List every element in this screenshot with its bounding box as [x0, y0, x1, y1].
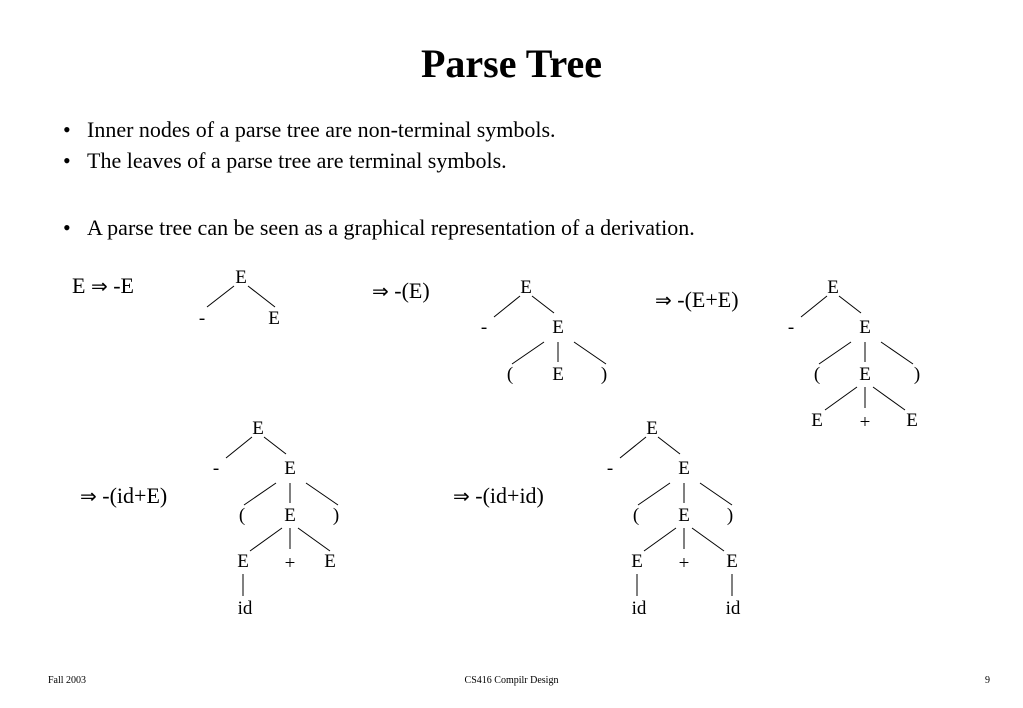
tree-edge	[818, 341, 852, 365]
tree-node: E	[906, 410, 918, 431]
bullet-item: • Inner nodes of a parse tree are non-ter…	[63, 117, 556, 143]
bullet-dot: •	[63, 148, 71, 173]
derivation-step-1: E ⇒ -E	[72, 273, 134, 299]
bullet-dot: •	[63, 117, 71, 142]
tree-node: E	[631, 551, 643, 572]
footer-left: Fall 2003	[48, 675, 87, 686]
tree-edge	[531, 295, 555, 314]
tree-node: E	[284, 458, 296, 479]
derives-arrow-icon: ⇒	[372, 279, 389, 303]
tree-node: E	[268, 308, 280, 329]
parse-tree-3: E - E ( E ) E + E	[788, 277, 920, 433]
parse-tree-1: E - E	[199, 267, 280, 329]
derivation-step-3: ⇒ -(E+E)	[655, 287, 739, 313]
derives-arrow-icon: ⇒	[80, 484, 97, 508]
tree-node: E	[859, 317, 871, 338]
tree-node: )	[727, 505, 733, 526]
tree-edge	[297, 527, 331, 552]
footer-page-number: 9	[985, 675, 990, 686]
derivation-step-5: ⇒ -(id+id)	[453, 483, 544, 509]
derives-arrow-icon: ⇒	[655, 288, 672, 312]
parse-tree-5: E - E ( E ) E + E id id	[607, 418, 741, 619]
slide-title: Parse Tree	[420, 41, 603, 86]
tree-node: E	[324, 551, 336, 572]
tree-node: id	[238, 598, 253, 619]
derivation-step-4: ⇒ -(id+E)	[80, 483, 167, 509]
tree-node: -	[481, 317, 487, 338]
tree-edge	[511, 341, 545, 365]
bullet-text: Inner nodes of a parse tree are non-term…	[87, 117, 556, 142]
tree-node: -	[213, 458, 219, 479]
tree-node: (	[633, 505, 639, 526]
bullet-item: • A parse tree can be seen as a graphical…	[63, 215, 695, 241]
tree-edge	[305, 482, 339, 506]
tree-node: E	[284, 505, 296, 526]
tree-node: E	[552, 364, 564, 385]
derives-arrow-icon: ⇒	[90, 274, 108, 298]
tree-edge	[493, 295, 521, 318]
tree-node: (	[239, 505, 245, 526]
bullet-item: • The leaves of a parse tree are terminal…	[63, 148, 507, 174]
tree-node: -	[788, 317, 794, 338]
tree-edge	[573, 341, 607, 365]
tree-edge	[691, 527, 725, 552]
tree-node: E	[678, 458, 690, 479]
tree-edge	[619, 436, 647, 459]
tree-edge	[838, 295, 862, 314]
tree-node: E	[252, 418, 264, 439]
tree-edge	[699, 482, 733, 506]
tree-edge	[872, 386, 906, 411]
tree-node: +	[285, 553, 296, 574]
tree-node: )	[914, 364, 920, 385]
tree-node: )	[601, 364, 607, 385]
tree-node: -	[607, 458, 613, 479]
tree-edge	[249, 527, 283, 552]
tree-node: id	[726, 598, 741, 619]
tree-node: E	[827, 277, 839, 298]
derivation-rhs: -(E+E)	[677, 287, 739, 312]
tree-edge	[206, 285, 235, 308]
tree-edge	[225, 436, 253, 459]
tree-node: E	[859, 364, 871, 385]
parse-tree-4: E - E ( E ) E + E id	[213, 418, 339, 619]
tree-edge	[657, 436, 681, 455]
derivation-rhs: -(id+E)	[102, 483, 168, 508]
tree-node: E	[520, 277, 532, 298]
tree-node: )	[333, 505, 339, 526]
tree-edge	[637, 482, 671, 506]
tree-node: E	[235, 267, 247, 288]
tree-edge	[263, 436, 287, 455]
bullet-dot: •	[63, 215, 71, 240]
derives-arrow-icon: ⇒	[453, 484, 470, 508]
tree-node: -	[199, 308, 205, 329]
tree-edge	[800, 295, 828, 318]
tree-node: +	[679, 553, 690, 574]
derivation-lhs: E	[72, 273, 86, 298]
tree-node: E	[811, 410, 823, 431]
bullet-text: A parse tree can be seen as a graphical …	[87, 215, 695, 240]
derivation-rhs: -(id+id)	[475, 483, 544, 508]
parse-tree-2: E - E ( E )	[481, 277, 607, 385]
tree-edge	[643, 527, 677, 552]
tree-node: E	[726, 551, 738, 572]
tree-edge	[247, 285, 276, 308]
derivation-rhs: -(E)	[394, 278, 430, 303]
tree-node: (	[814, 364, 820, 385]
bullet-text: The leaves of a parse tree are terminal …	[87, 148, 507, 173]
footer-center: CS416 Compilr Design	[464, 675, 559, 686]
tree-node: +	[860, 412, 871, 433]
tree-edge	[243, 482, 277, 506]
tree-node: E	[237, 551, 249, 572]
tree-node: E	[646, 418, 658, 439]
tree-node: E	[678, 505, 690, 526]
derivation-rhs: -E	[113, 273, 134, 298]
tree-edge	[880, 341, 914, 365]
tree-node: id	[632, 598, 647, 619]
tree-node: (	[507, 364, 513, 385]
derivation-step-2: ⇒ -(E)	[372, 278, 430, 304]
tree-edge	[824, 386, 858, 411]
tree-node: E	[552, 317, 564, 338]
